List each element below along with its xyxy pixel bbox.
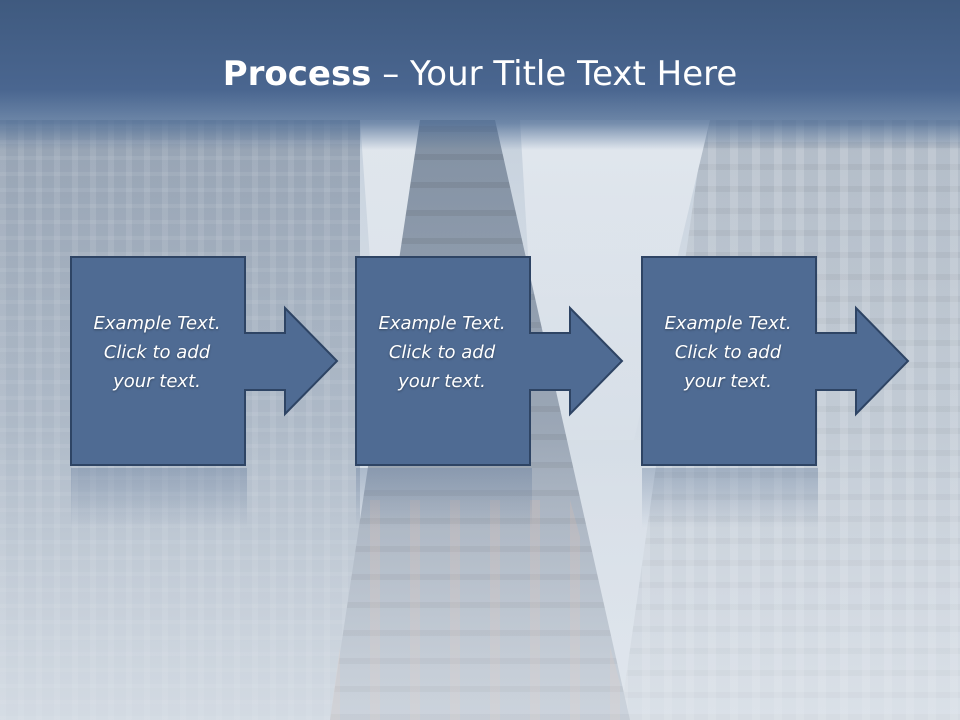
step-3-reflection	[642, 468, 818, 528]
step-line-2: Click to add	[388, 342, 496, 363]
step-1-reflection	[71, 468, 247, 528]
step-line-3: your text.	[113, 371, 201, 392]
step-2-reflection	[356, 468, 532, 528]
step-arrow-shape	[355, 256, 624, 466]
step-line-1: Example Text.	[93, 313, 221, 334]
step-line-1: Example Text.	[378, 313, 506, 334]
title-bold: Process	[222, 54, 372, 94]
step-text: Example Text. Click to add your text.	[642, 309, 814, 396]
step-text: Example Text. Click to add your text.	[356, 309, 528, 396]
step-text: Example Text. Click to add your text.	[71, 309, 243, 396]
process-step-3[interactable]: Example Text. Click to add your text.	[641, 256, 912, 467]
process-step-1[interactable]: Example Text. Click to add your text.	[70, 256, 341, 467]
title-band	[0, 0, 960, 150]
step-line-2: Click to add	[674, 342, 782, 363]
step-line-1: Example Text.	[664, 313, 792, 334]
step-line-3: your text.	[684, 371, 772, 392]
step-arrow-shape	[641, 256, 910, 466]
slide-title[interactable]: Process – Your Title Text Here	[0, 52, 960, 96]
title-rest: – Your Title Text Here	[371, 54, 738, 94]
step-arrow-shape	[70, 256, 339, 466]
step-line-2: Click to add	[103, 342, 211, 363]
process-step-2[interactable]: Example Text. Click to add your text.	[355, 256, 626, 467]
step-line-3: your text.	[398, 371, 486, 392]
